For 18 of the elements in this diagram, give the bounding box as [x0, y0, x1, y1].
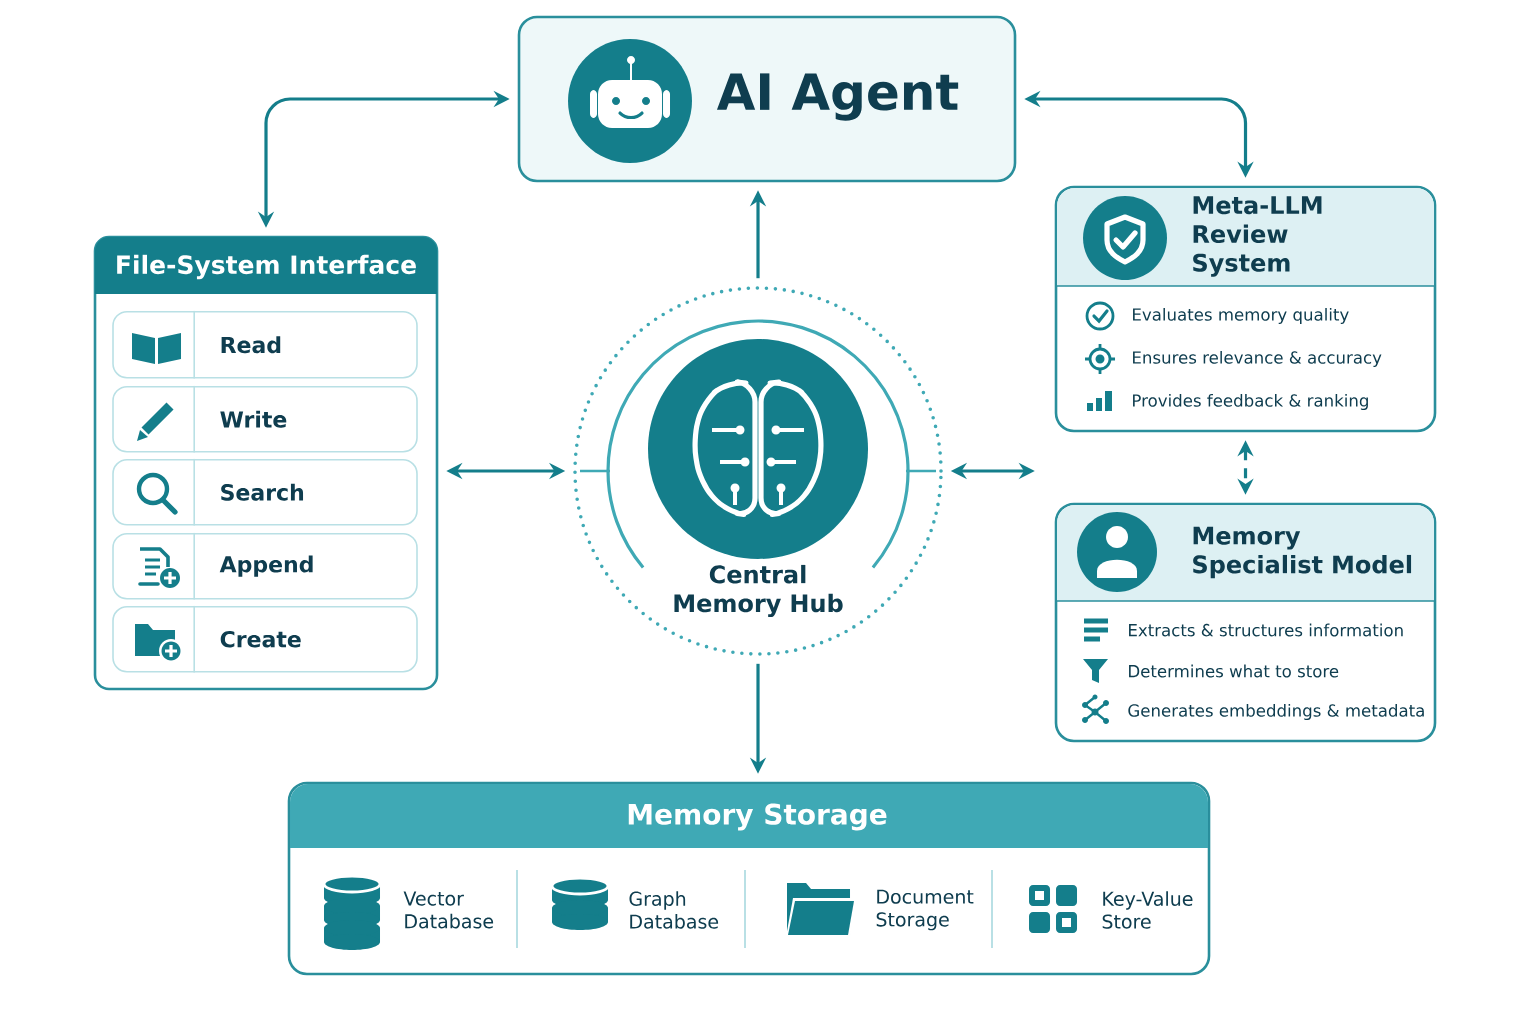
- list-item: Ensures relevance & accuracy: [1133, 351, 1382, 368]
- list-item: Extracts & structures information: [1129, 623, 1403, 637]
- list-item: Determines what to store: [1129, 664, 1339, 678]
- storage-item: Document Storage: [876, 889, 974, 931]
- storage-item: Graph Database: [629, 891, 719, 929]
- action-row: Create: [112, 605, 418, 674]
- list-item: Generates embeddings & metadata: [1128, 704, 1424, 721]
- list-item: Provides feedback & ranking: [1133, 394, 1368, 411]
- panel-header: File-System Interface: [95, 237, 437, 294]
- action-row: Append: [112, 532, 418, 601]
- action-row: Write: [112, 385, 418, 454]
- storage-item: Key-Value Store: [1102, 891, 1193, 929]
- panel-header: Memory Storage: [290, 784, 1208, 848]
- action-row: Read: [112, 310, 418, 380]
- action-row: Search: [112, 458, 418, 527]
- storage-item: Vector Database: [403, 891, 494, 929]
- node-title: Central Memory Hub: [674, 564, 843, 618]
- list-item: Evaluates memory quality: [1133, 308, 1349, 325]
